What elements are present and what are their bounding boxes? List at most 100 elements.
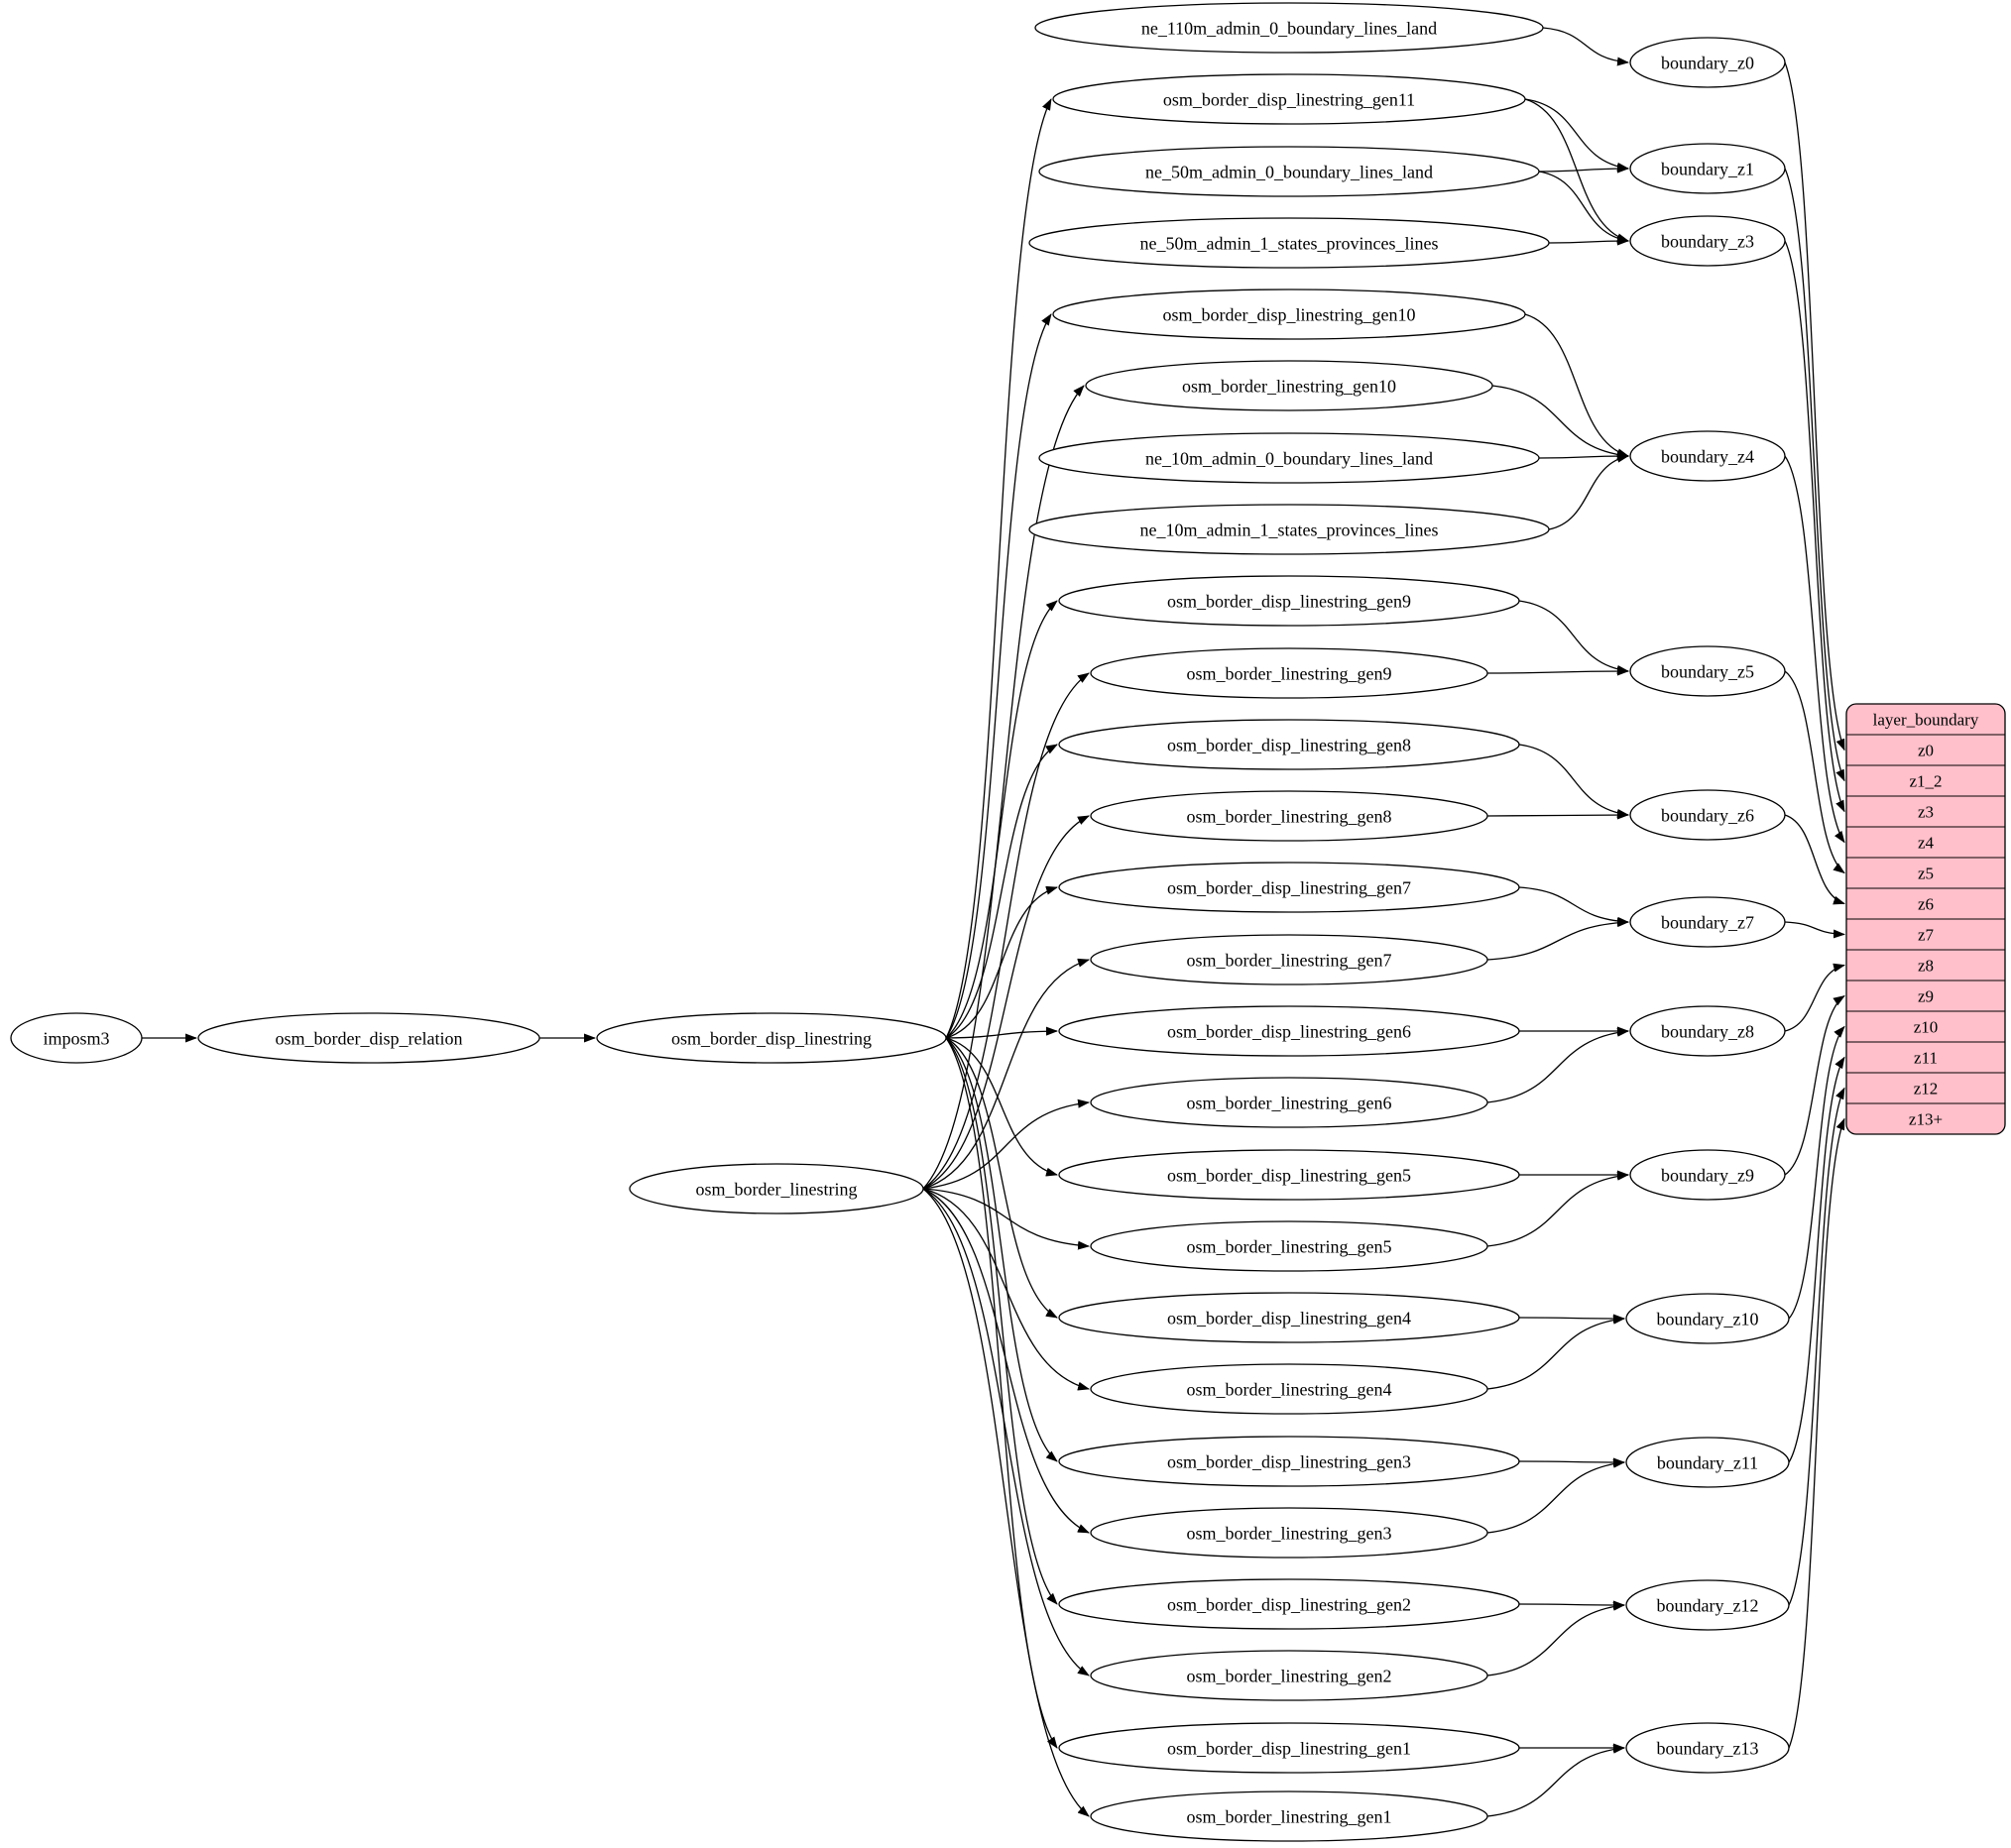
node-boundary-z5-shape [1629,645,1786,697]
edge-boundary-z1--layer-boundary-z1-2 [1784,168,1845,782]
node-osm-border-linestring-gen8-shape [1090,790,1488,842]
node-boundary-z12-label: boundary_z12 [1657,1595,1759,1615]
record-row-z7: z7 [1918,925,1935,944]
node-boundary-z1-shape [1629,143,1786,194]
node-osm-border-linestring-gen1-label: osm_border_linestring_gen1 [1187,1806,1392,1826]
edge-osm-border-disp-linestring--osm-border-disp-linestring-gen5 [945,1037,1058,1177]
node-boundary-z1-label: boundary_z1 [1661,159,1754,178]
node-osm-border-linestring-gen5: osm_border_linestring_gen5 [1090,1220,1488,1272]
record-row-z11: z11 [1914,1048,1938,1067]
edge-osm-border-disp-linestring-gen3--boundary-z11 [1518,1457,1625,1467]
node-ne-10m-admin-0-boundary-lines-land-label: ne_10m_admin_0_boundary_lines_land [1145,448,1433,468]
edge-ne-110m-admin-0-boundary-lines-land--boundary-z0 [1542,27,1629,66]
node-boundary-z0-shape [1629,37,1786,88]
node-osm-border-disp-linestring-gen1: osm_border_disp_linestring_gen1 [1058,1722,1520,1774]
node-ne-10m-admin-1-states-provinces-lines-shape [1028,504,1550,555]
node-ne-110m-admin-0-boundary-lines-land-label: ne_110m_admin_0_boundary_lines_land [1141,18,1437,38]
node-boundary-z6-label: boundary_z6 [1661,805,1754,825]
node-osm-border-disp-linestring-gen5: osm_border_disp_linestring_gen5 [1058,1149,1520,1201]
record-row-z5: z5 [1918,864,1934,882]
record-row-z12: z12 [1914,1079,1939,1097]
node-osm-border-disp-linestring-gen10: osm_border_disp_linestring_gen10 [1052,289,1526,340]
edge-osm-border-linestring-gen6--boundary-z8 [1486,1027,1629,1103]
node-boundary-z5-label: boundary_z5 [1661,661,1754,681]
node-boundary-z1: boundary_z1 [1629,143,1786,194]
record-title: layer_boundary [1873,710,1979,729]
node-boundary-z4-label: boundary_z4 [1661,446,1754,466]
node-osm-border-disp-linestring-gen6: osm_border_disp_linestring_gen6 [1058,1005,1520,1057]
node-ne-50m-admin-0-boundary-lines-land: ne_50m_admin_0_boundary_lines_land [1038,146,1540,197]
node-osm-border-disp-linestring-gen1-label: osm_border_disp_linestring_gen1 [1167,1738,1411,1758]
node-osm-border-disp-linestring-gen10-label: osm_border_disp_linestring_gen10 [1163,304,1416,324]
edge-osm-border-disp-linestring--osm-border-disp-linestring-gen8 [945,744,1058,1039]
node-osm-border-disp-linestring-gen9-label: osm_border_disp_linestring_gen9 [1167,591,1411,611]
node-osm-border-disp-linestring-gen11-shape [1052,73,1526,125]
node-osm-border-linestring-gen4-label: osm_border_linestring_gen4 [1187,1379,1392,1399]
node-ne-50m-admin-0-boundary-lines-land-shape [1038,146,1540,197]
node-osm-border-disp-linestring-gen8: osm_border_disp_linestring_gen8 [1058,719,1520,770]
node-osm-border-disp-relation-shape [197,1012,540,1064]
node-boundary-z13-shape [1625,1722,1790,1774]
node-osm-border-linestring-gen5-shape [1090,1220,1488,1272]
node-osm-border-linestring-gen6: osm_border_linestring_gen6 [1090,1077,1488,1128]
node-osm-border-linestring-gen10-shape [1085,360,1493,411]
node-osm-border-linestring-gen8-label: osm_border_linestring_gen8 [1187,806,1392,826]
node-boundary-z8-shape [1629,1005,1786,1057]
record-row-z9: z9 [1918,986,1934,1005]
node-osm-border-disp-linestring-gen8-label: osm_border_disp_linestring_gen8 [1167,735,1411,754]
node-osm-border-disp-linestring-gen4-shape [1058,1292,1520,1343]
node-boundary-z9-label: boundary_z9 [1661,1165,1754,1185]
node-ne-10m-admin-1-states-provinces-lines: ne_10m_admin_1_states_provinces_lines [1028,504,1550,555]
node-osm-border-linestring-gen7-shape [1090,934,1488,985]
node-boundary-z4: boundary_z4 [1629,430,1786,482]
node-osm-border-disp-linestring-gen1-shape [1058,1722,1520,1774]
node-osm-border-disp-linestring-gen11: osm_border_disp_linestring_gen11 [1052,73,1526,125]
edge-osm-border-linestring--osm-border-linestring-gen7 [922,958,1090,1190]
node-ne-110m-admin-0-boundary-lines-land: ne_110m_admin_0_boundary_lines_land [1034,2,1544,54]
edge-osm-border-linestring-gen10--boundary-z4 [1491,385,1629,460]
node-osm-border-linestring-shape [629,1163,924,1214]
edge-ne-50m-admin-1-states-provinces-lines--boundary-z3 [1548,236,1629,246]
node-osm-border-linestring-gen2: osm_border_linestring_gen2 [1090,1650,1488,1701]
edge-osm-border-disp-linestring--osm-border-disp-linestring-gen2 [945,1037,1058,1605]
edge-osm-border-linestring-gen3--boundary-z11 [1486,1458,1625,1534]
edge-osm-border-disp-linestring-gen2--boundary-z12 [1518,1600,1625,1610]
node-osm-border-linestring-gen3-label: osm_border_linestring_gen3 [1187,1523,1392,1543]
node-osm-border-disp-linestring-gen2-shape [1058,1578,1520,1630]
node-boundary-z12-shape [1625,1579,1790,1631]
node-ne-50m-admin-1-states-provinces-lines-label: ne_50m_admin_1_states_provinces_lines [1140,233,1439,253]
node-osm-border-disp-linestring-gen3-shape [1058,1436,1520,1487]
edge-boundary-z4--layer-boundary-z4 [1784,455,1845,844]
edge-boundary-z6--layer-boundary-z6 [1784,814,1845,905]
node-boundary-z3-label: boundary_z3 [1661,231,1754,251]
edge-osm-border-linestring--osm-border-linestring-gen6 [922,1098,1090,1190]
edge-osm-border-disp-linestring-gen11--boundary-z1 [1524,98,1629,172]
node-osm-border-disp-linestring-gen2-label: osm_border_disp_linestring_gen2 [1167,1594,1411,1614]
edge-osm-border-linestring--osm-border-linestring-gen3 [922,1188,1090,1534]
edge-osm-border-disp-linestring-gen7--boundary-z7 [1518,886,1629,926]
node-ne-50m-admin-0-boundary-lines-land-label: ne_50m_admin_0_boundary_lines_land [1145,162,1433,181]
edge-osm-border-linestring--osm-border-linestring-gen9 [922,672,1090,1190]
node-ne-10m-admin-0-boundary-lines-land: ne_10m_admin_0_boundary_lines_land [1038,432,1540,484]
record-row-z3: z3 [1918,802,1934,821]
edge-boundary-z3--layer-boundary-z3 [1784,240,1845,813]
node-osm-border-disp-linestring-gen6-label: osm_border_disp_linestring_gen6 [1167,1021,1411,1041]
node-osm-border-linestring-gen6-shape [1090,1077,1488,1128]
edge-boundary-z5--layer-boundary-z5 [1784,670,1845,874]
edge-osm-border-linestring-gen2--boundary-z12 [1486,1601,1625,1676]
edge-osm-border-linestring-gen9--boundary-z5 [1486,666,1629,676]
node-osm-border-linestring-gen9-shape [1090,647,1488,699]
edge-osm-border-linestring-gen4--boundary-z10 [1486,1315,1625,1390]
node-boundary-z10-shape [1625,1293,1790,1344]
node-osm-border-disp-linestring-gen7: osm_border_disp_linestring_gen7 [1058,862,1520,913]
node-osm-border-linestring-gen6-label: osm_border_linestring_gen6 [1187,1093,1392,1112]
node-imposm3-shape [10,1012,143,1064]
node-osm-border-linestring-gen3-shape [1090,1507,1488,1559]
node-osm-border-disp-linestring-gen3-label: osm_border_disp_linestring_gen3 [1167,1451,1411,1471]
edge-boundary-z8--layer-boundary-z8 [1784,963,1845,1032]
node-boundary-z9: boundary_z9 [1629,1149,1786,1201]
node-osm-border-linestring-gen1: osm_border_linestring_gen1 [1090,1790,1488,1842]
node-osm-border-linestring-gen3: osm_border_linestring_gen3 [1090,1507,1488,1559]
node-osm-border-linestring-gen4-shape [1090,1363,1488,1415]
